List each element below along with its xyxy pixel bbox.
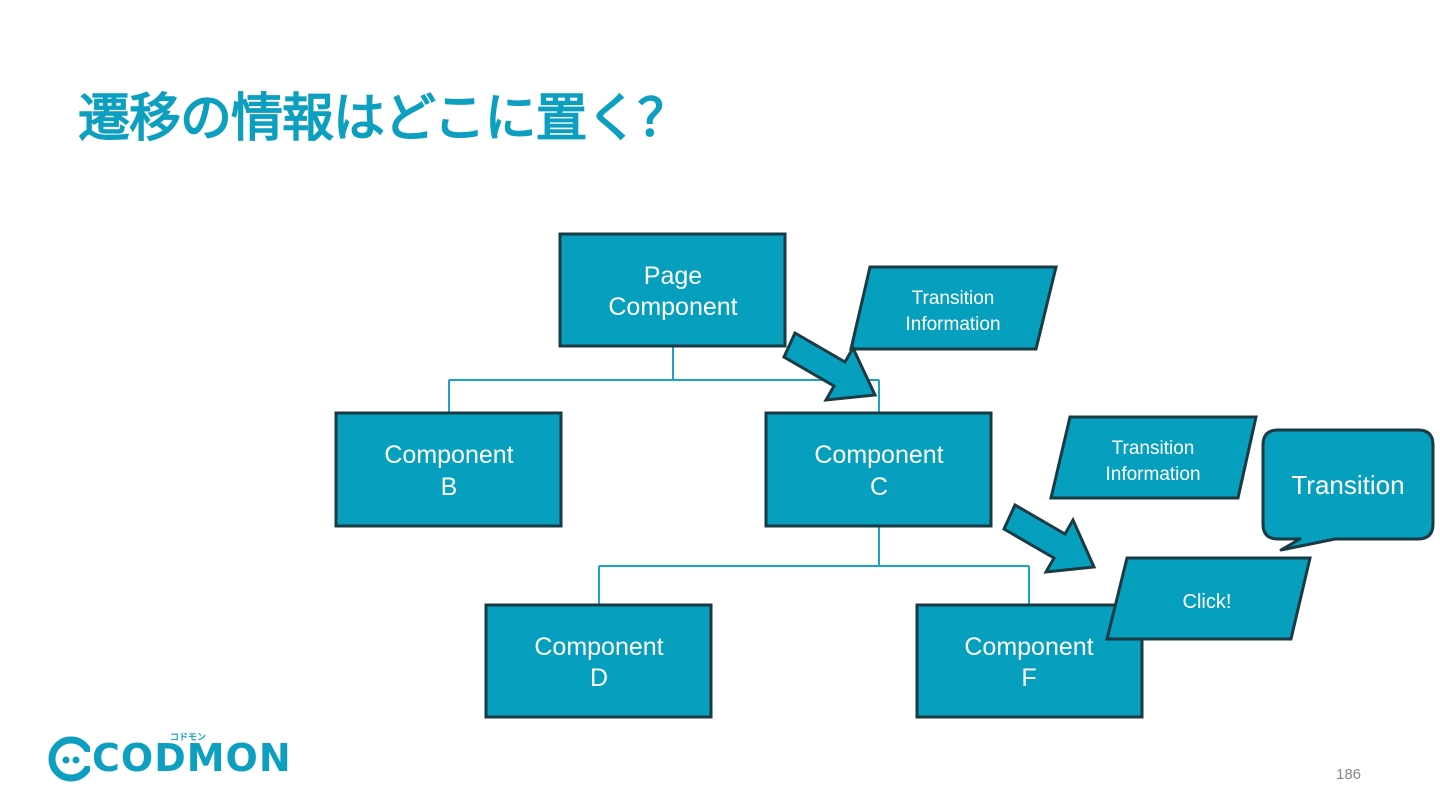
- component-b-label-line2: B: [441, 473, 458, 501]
- component-f-node: Component F: [915, 603, 1144, 719]
- logo-tagline: コドモン: [170, 733, 207, 743]
- arrow-down-right-icon: [782, 330, 878, 402]
- logo-mark-icon: [48, 736, 90, 782]
- component-c-label-line1: Component: [814, 441, 943, 469]
- logo-wordmark: CODMON: [92, 736, 292, 780]
- click-label: Click!: [1183, 591, 1232, 613]
- component-d-label-line2: D: [590, 664, 608, 692]
- page-number: 186: [1336, 766, 1362, 783]
- page-component-label-line2: Component: [608, 293, 737, 321]
- transition-information-2-line1: Transition: [1112, 438, 1195, 459]
- codmon-logo: CODMON コドモン: [48, 728, 292, 788]
- slide-title: 遷移の情報はどこに置く？: [78, 89, 689, 149]
- page-component-node: Page Component: [558, 232, 787, 348]
- click-shape: Click!: [1105, 556, 1312, 641]
- tree-connectors: [448, 347, 1030, 605]
- transition-information-shape-1: Transition Information: [849, 265, 1058, 351]
- component-c-node: Component C: [764, 411, 993, 528]
- component-d-label-line1: Component: [534, 633, 663, 661]
- component-f-label-line2: F: [1021, 664, 1036, 692]
- component-b-node: Component B: [334, 411, 563, 528]
- transition-information-1-line2: Information: [905, 314, 1000, 335]
- component-b-label-line1: Component: [384, 441, 513, 469]
- component-f-label-line1: Component: [964, 633, 1093, 661]
- component-c-label-line2: C: [870, 473, 888, 501]
- component-d-node: Component D: [484, 603, 713, 719]
- arrow-down-right-icon: [1002, 502, 1097, 574]
- transition-information-2-line2: Information: [1105, 464, 1200, 485]
- transition-information-shape-2: Transition Information: [1049, 415, 1258, 500]
- page-component-label-line1: Page: [644, 262, 702, 290]
- transition-callout: Transition: [1261, 428, 1435, 552]
- transition-callout-label: Transition: [1291, 470, 1404, 500]
- transition-information-1-line1: Transition: [912, 288, 995, 309]
